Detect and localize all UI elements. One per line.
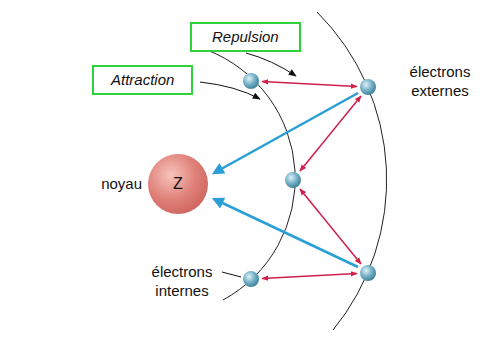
inner-electrons-label: électrons internes [140,262,224,300]
inner-electron [285,172,301,188]
inner-electron [243,73,259,89]
outer-shell [317,12,387,330]
attraction-arrow [214,199,358,267]
outer-electron [360,265,376,281]
inner-shell [207,50,295,300]
attraction-arrow [214,93,358,173]
repulsion-arrow [262,274,357,279]
leader-arrow [246,53,296,76]
outer-electrons-label: électrons externes [394,62,486,100]
nucleus-label: noyau [84,174,142,193]
outer-electron [360,79,376,95]
leader-line [222,272,241,277]
attraction-box: Attraction [92,65,193,95]
repulsion-box: Repulsion [190,22,301,52]
node-text: Repulsion [212,27,279,47]
node-text: Z [173,175,183,193]
inner-electron [243,271,259,287]
nucleus-circle: Z [148,154,208,214]
repulsion-arrow [262,82,357,87]
node-text: Attraction [111,70,174,90]
